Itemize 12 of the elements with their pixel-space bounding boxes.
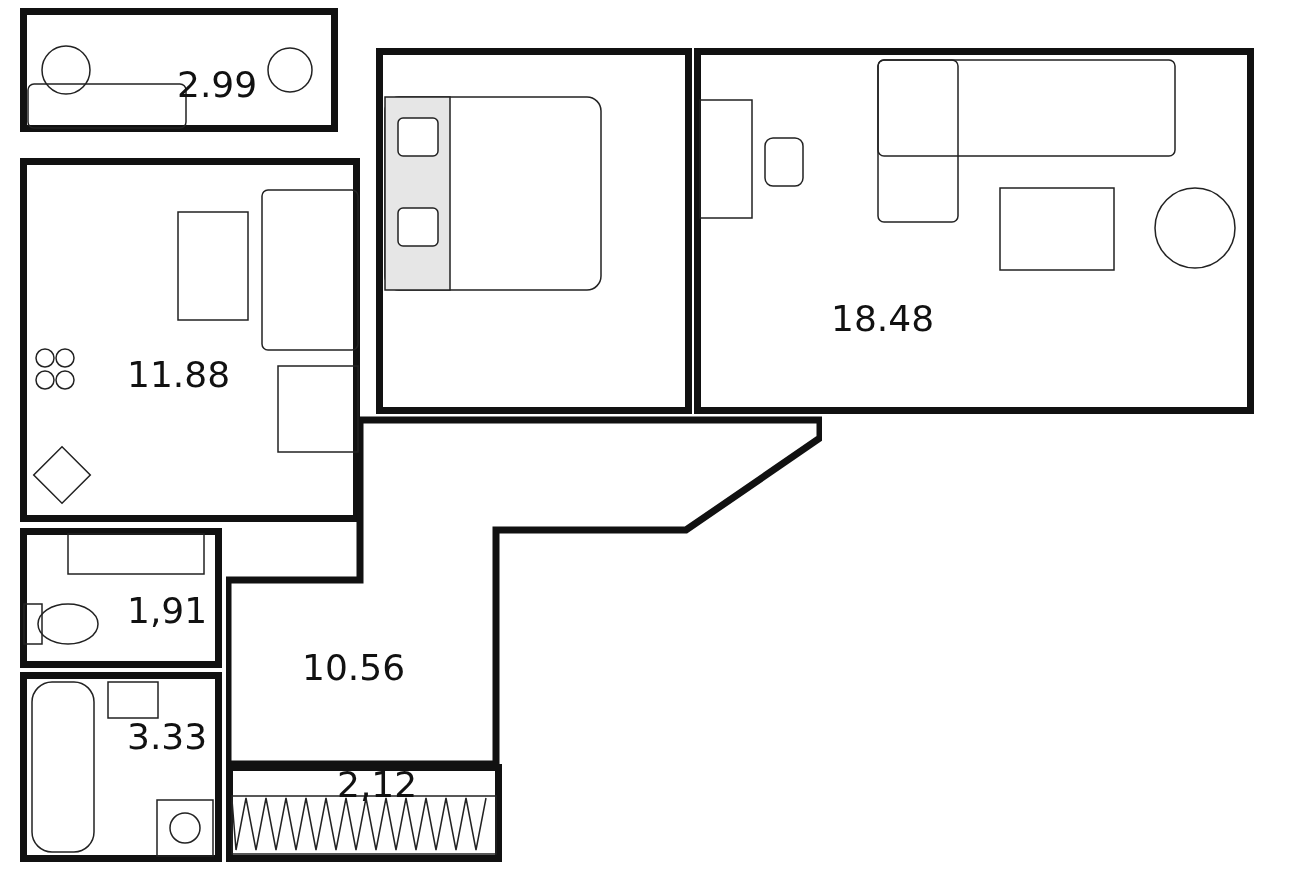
room — [20, 158, 360, 522]
room-area-label: 3.33 — [127, 719, 208, 755]
room — [20, 672, 222, 862]
room — [20, 8, 338, 132]
room-area-label: 1,91 — [127, 593, 208, 629]
room-area-label: 2.99 — [177, 67, 258, 103]
room — [20, 528, 222, 668]
room-area-label: 11.88 — [127, 357, 231, 393]
room-area-label: 18.48 — [831, 301, 935, 337]
room-area-label: 10.56 — [302, 650, 406, 686]
room — [694, 48, 1254, 414]
room-area-label: 2,12 — [337, 767, 418, 803]
